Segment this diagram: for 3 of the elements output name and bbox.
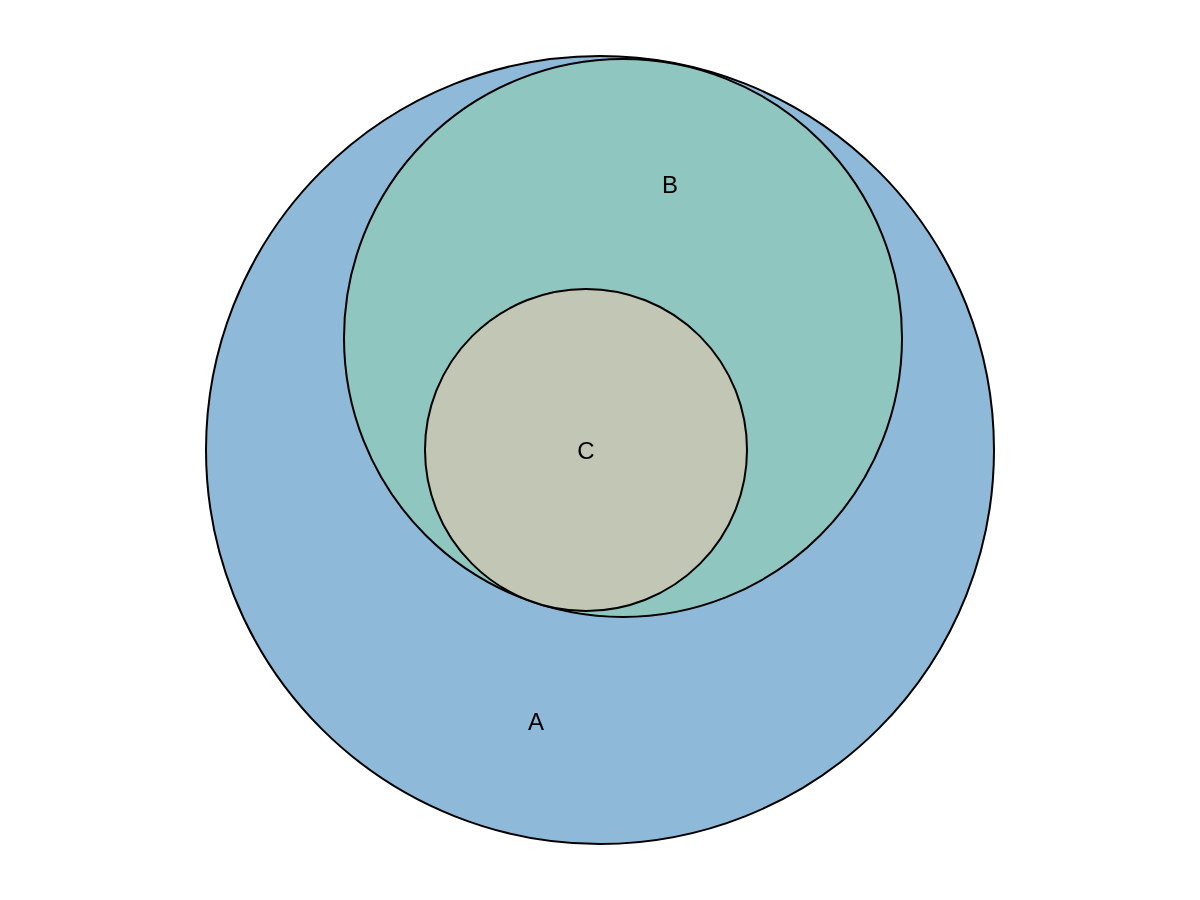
- set-label: B: [662, 173, 678, 197]
- set-label: A: [528, 710, 544, 734]
- set-label: C: [577, 439, 595, 463]
